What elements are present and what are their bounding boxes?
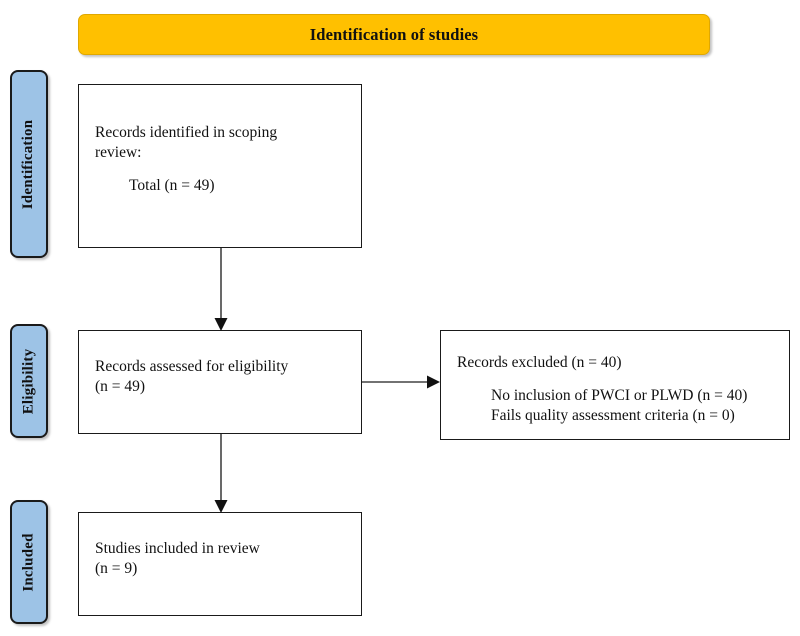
stage-label-included-text: Included [20, 532, 37, 592]
box-records-excluded-line-1: Records excluded (n = 40) [457, 354, 622, 371]
diagram-title: Identification of studies [309, 24, 479, 44]
box-studies-included-line-1: Studies included in review [95, 540, 260, 557]
box-records-excluded-reason-1: No inclusion of PWCI or PLWD (n = 40) [491, 387, 748, 405]
box-records-identified-line-1: Records identified in scoping [95, 124, 278, 141]
arrow-eligibility-to-excluded [362, 375, 440, 389]
box-records-excluded-reason-2: Fails quality assessment criteria (n = 0… [491, 407, 735, 425]
box-records-assessed-eligibility: Records assessed for eligibility (n = 49… [78, 330, 362, 434]
box-records-excluded: Records excluded (n = 40) No inclusion o… [440, 330, 790, 440]
diagram-header-banner: Identification of studies [78, 14, 710, 55]
box-records-identified-total: Total (n = 49) [129, 177, 215, 195]
stage-label-eligibility-text: Eligibility [20, 348, 37, 414]
stage-label-identification: Identification [10, 70, 48, 258]
box-studies-included: Studies included in review (n = 9) [78, 512, 362, 616]
box-records-assessed-eligibility-count: (n = 49) [95, 378, 146, 396]
box-studies-included-count: (n = 9) [95, 560, 138, 578]
box-records-identified-body: Records identified in scoping review: To… [95, 123, 351, 196]
arrow-eligibility-to-included [214, 434, 228, 513]
box-records-identified: Records identified in scoping review: To… [78, 84, 362, 248]
box-records-assessed-eligibility-body: Records assessed for eligibility (n = 49… [95, 357, 351, 397]
box-studies-included-body: Studies included in review (n = 9) [95, 539, 351, 579]
stage-label-included: Included [10, 500, 48, 624]
box-records-assessed-eligibility-line-1: Records assessed for eligibility [95, 358, 289, 375]
stage-label-eligibility: Eligibility [10, 324, 48, 438]
box-records-identified-line-2: review: [95, 144, 142, 162]
stage-label-identification-text: Identification [20, 119, 37, 209]
box-records-excluded-body: Records excluded (n = 40) No inclusion o… [457, 353, 779, 426]
arrow-identified-to-eligibility [214, 248, 228, 331]
